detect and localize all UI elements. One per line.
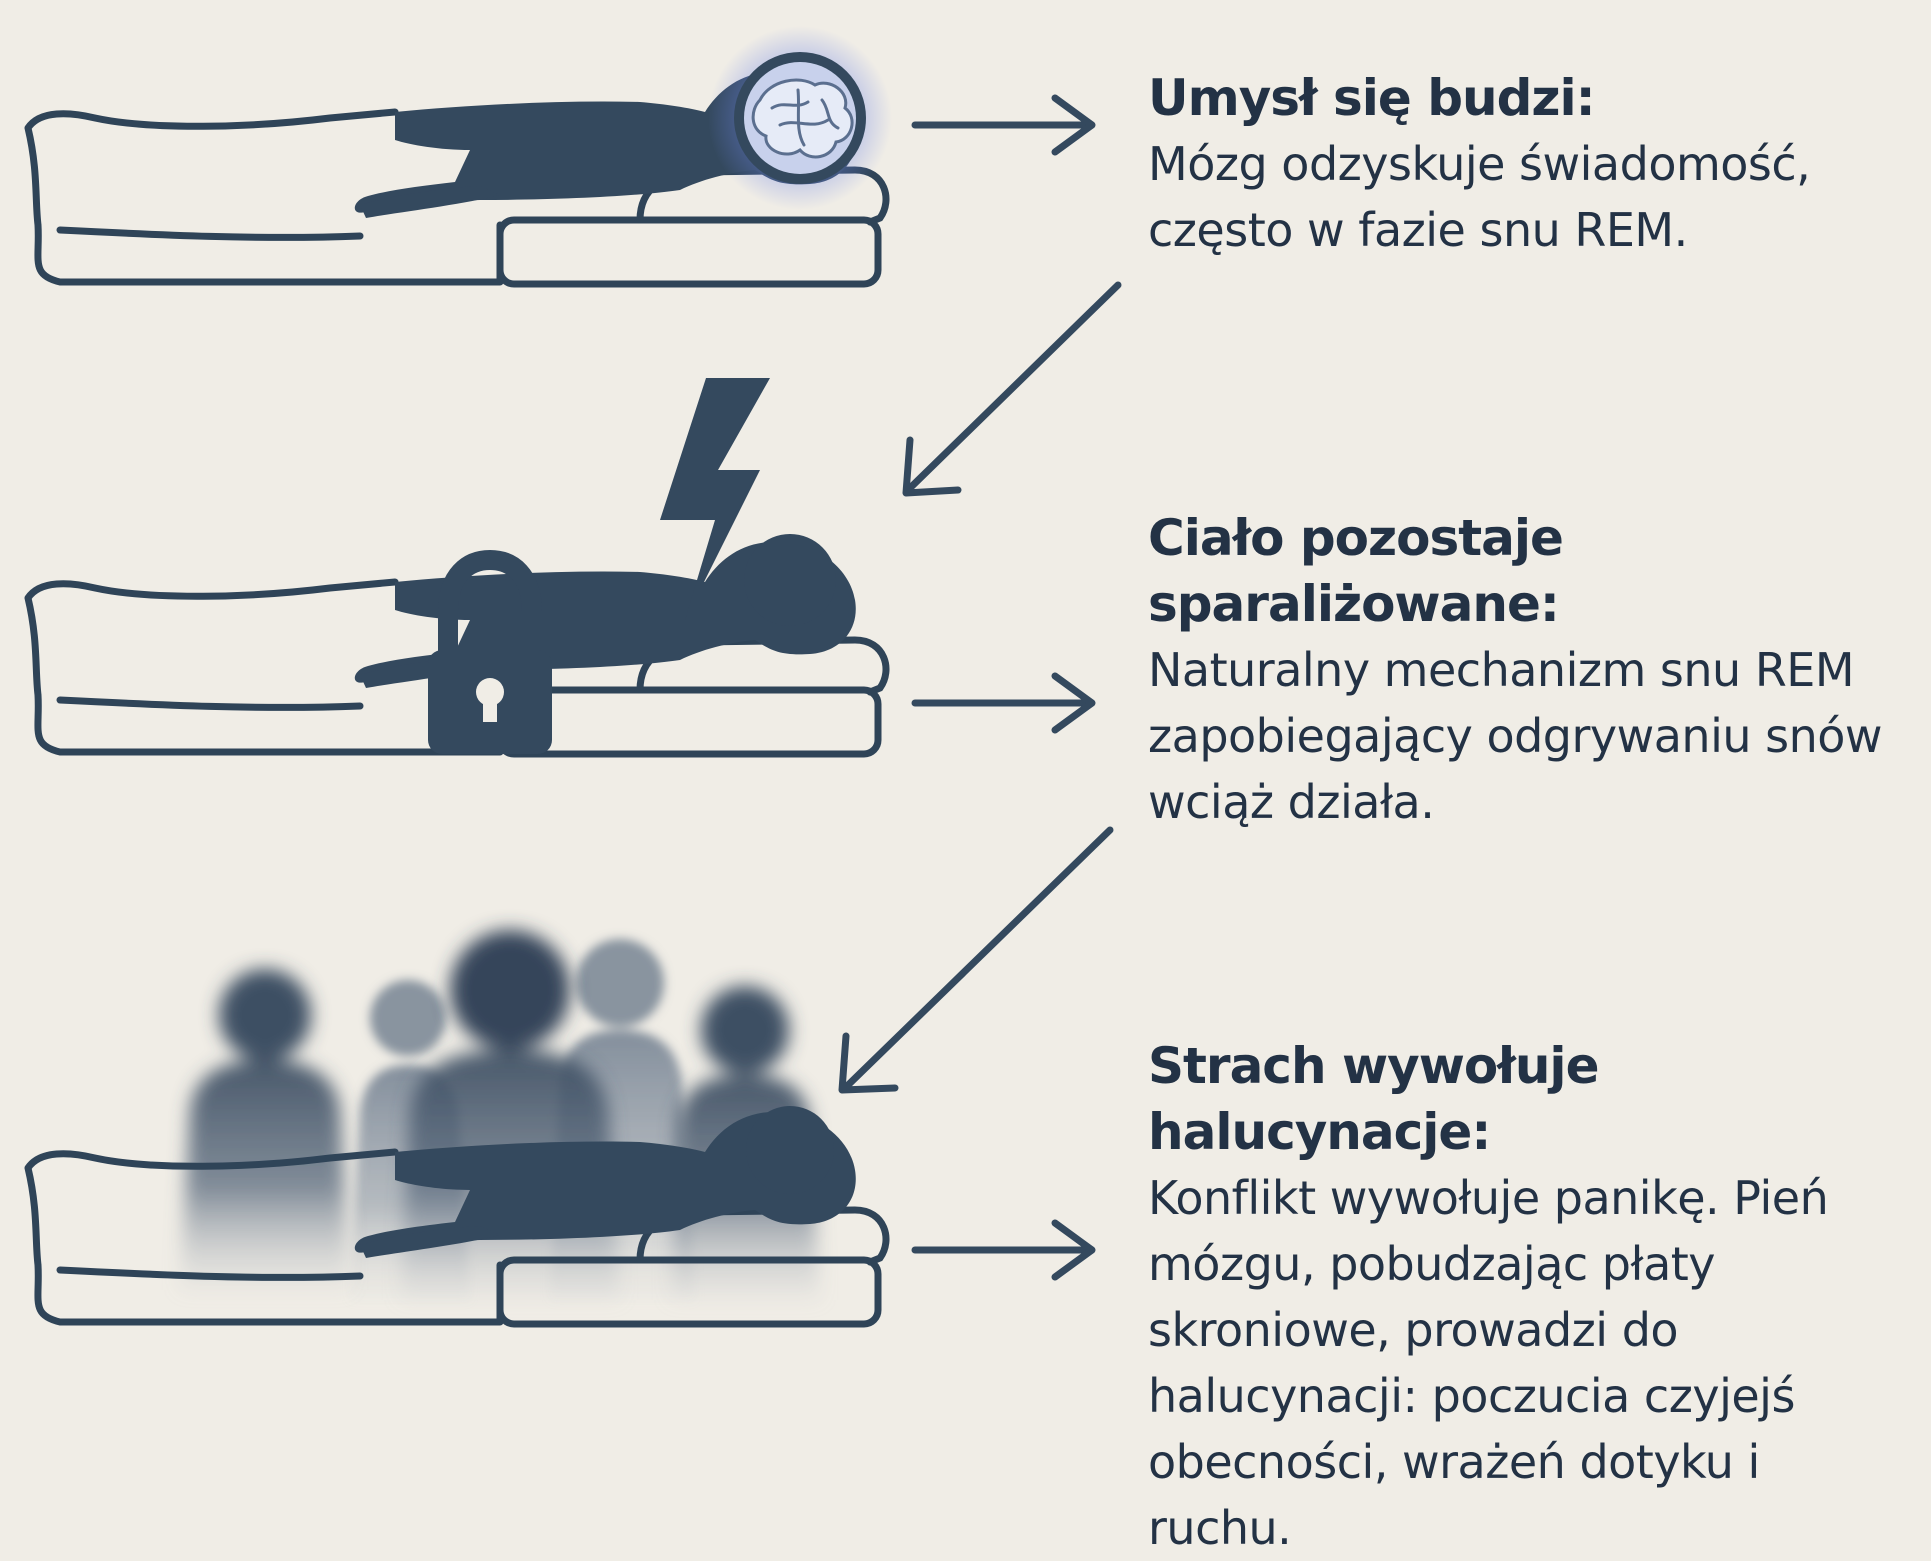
arrow-diagonal-1 (902, 281, 1122, 497)
lightning-bolt-icon (660, 378, 770, 620)
step-3-body: Konflikt wywołuje panikę. Pień mózgu, po… (1148, 1171, 1829, 1555)
glowing-brain-icon (744, 62, 856, 174)
step-2-title: Ciało pozostaje sparaliżowane: (1148, 509, 1564, 633)
padlock-icon (428, 549, 552, 754)
sleeper-scene-1 (28, 26, 892, 284)
sleep-paralysis-diagram (0, 26, 1122, 1510)
step-2-body: Naturalny mechanizm snu REM zapobiegając… (1148, 643, 1883, 829)
shadow-figures-icon (180, 930, 820, 1300)
arrow-diagonal-2 (838, 826, 1114, 1094)
step-1-body: Mózg odzyskuje świadomość, często w fazi… (1148, 137, 1811, 257)
arrow-right-2 (911, 672, 1096, 734)
step-3-title: Strach wywołuje halucynacje: (1148, 1037, 1599, 1161)
step-1-title: Umysł się budzi: (1148, 69, 1596, 127)
step-2-text: Ciało pozostaje sparaliżowane: Naturalny… (1148, 505, 1883, 835)
step-1-text: Umysł się budzi: Mózg odzyskuje świadomo… (1148, 65, 1908, 263)
sleeper-scene-3 (28, 1106, 886, 1324)
arrow-right-1 (911, 94, 1096, 156)
arrow-right-3 (911, 1219, 1096, 1281)
sleeper-scene-2 (28, 534, 886, 754)
step-3-text: Strach wywołuje halucynacje: Konflikt wy… (1148, 1033, 1908, 1561)
